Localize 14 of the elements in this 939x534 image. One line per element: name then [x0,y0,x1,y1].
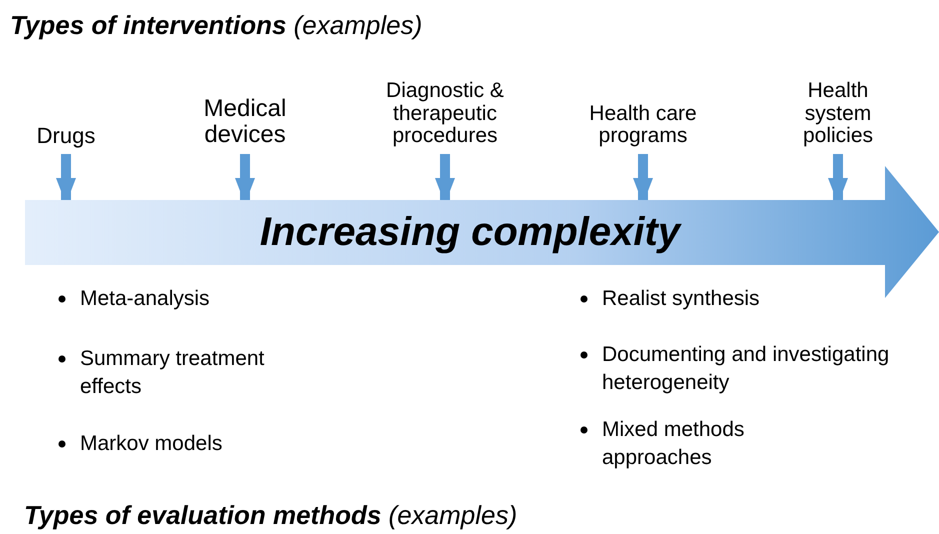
method-label: Markov models [80,431,222,457]
method-label: Mixed methods approaches [602,417,746,471]
method-label: Realist synthesis [602,286,760,312]
intervention-label: Medical devices [202,96,288,148]
arrow-label: Increasing complexity [258,210,682,254]
intervention-label: Diagnostic & therapeutic procedures [385,80,505,148]
caption: Types of evaluation methods (examples) [24,500,518,531]
method-label: Meta-analysis [80,286,210,312]
method-label: Summary treatment effects [80,346,266,400]
method-label: Documenting and investigating heterogeneity [602,342,890,396]
intervention-label: Health care programs [588,102,698,148]
title: Types of interventions (examples) [10,10,422,41]
intervention-label: Drugs [36,124,96,148]
intervention-label: Health system policies [802,80,874,148]
